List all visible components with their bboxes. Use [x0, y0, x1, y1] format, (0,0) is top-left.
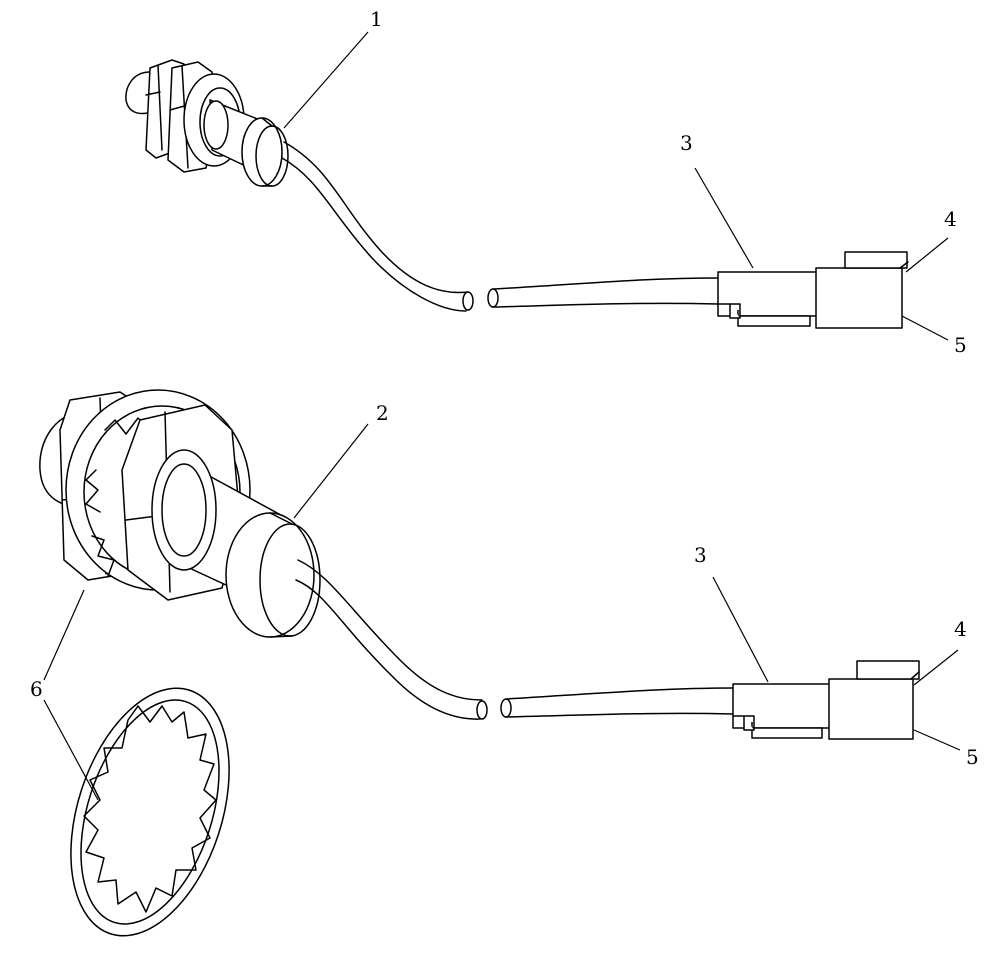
callout-1: 1 [370, 7, 383, 31]
callout-3-lower: 3 [694, 543, 707, 567]
large-sensor-assembly [39, 389, 920, 740]
connector-3-4-5-upper [717, 251, 909, 329]
callout-5-upper: 5 [954, 333, 967, 357]
callout-2: 2 [376, 401, 389, 425]
callout-4-upper: 4 [944, 207, 957, 231]
callout-6: 6 [30, 677, 43, 701]
leader-lines [43, 31, 961, 801]
lock-washer-loose [70, 687, 230, 937]
callout-3-upper: 3 [680, 131, 693, 155]
connector-3-4-5-lower [732, 660, 920, 740]
callout-5-lower: 5 [966, 745, 979, 769]
callout-labels: 1 2 3 3 4 4 5 5 6 [30, 7, 979, 769]
callout-4-lower: 4 [954, 617, 967, 641]
small-sensor-assembly [125, 59, 909, 329]
